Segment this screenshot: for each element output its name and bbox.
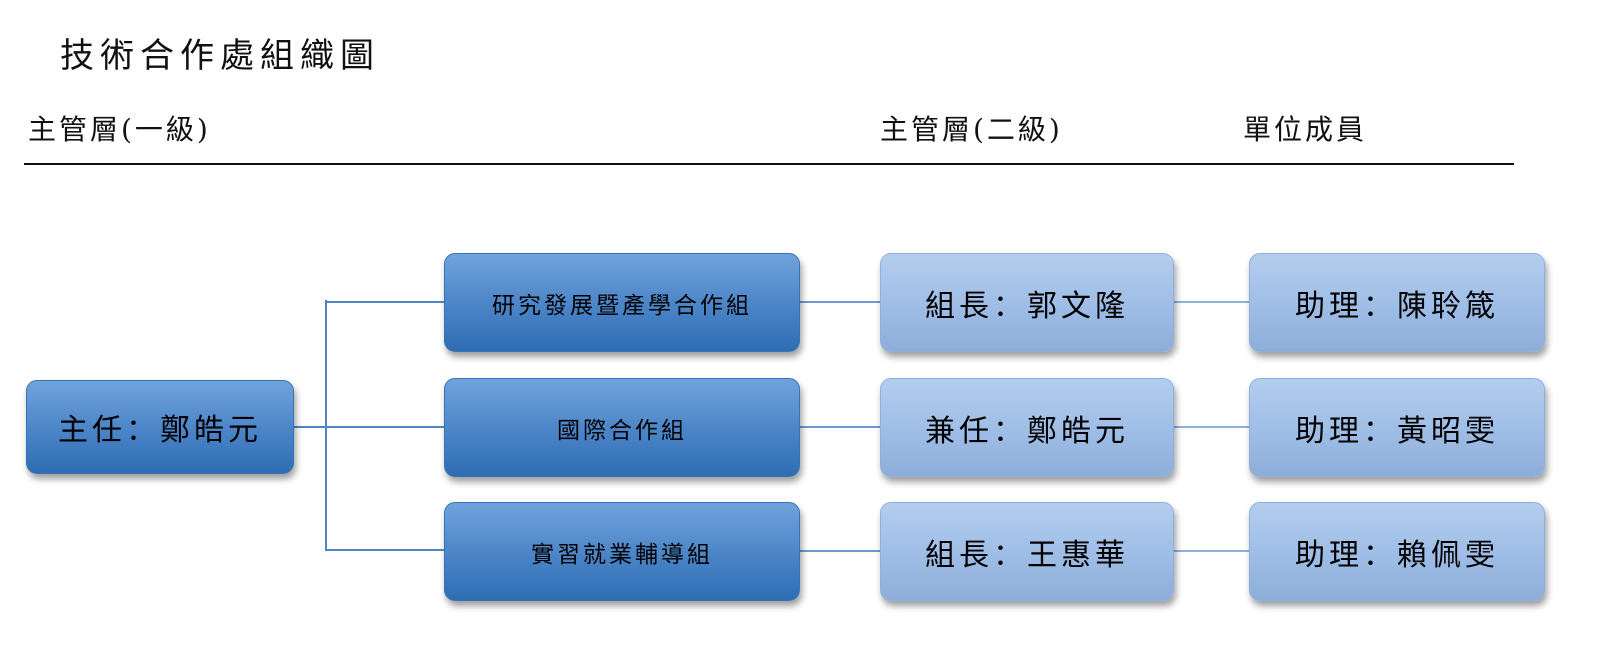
member-node-internship-employment: 助理：賴佩雯 — [1249, 502, 1545, 601]
director-node: 主任：鄭皓元 — [26, 380, 294, 474]
column-header-level-two: 主管層(二級) — [880, 113, 1063, 146]
division-node-international-cooperation: 國際合作組 — [444, 378, 800, 477]
page-title: 技術合作處組織圖 — [60, 36, 380, 76]
division-node-research-development: 研究發展暨產學合作組 — [444, 253, 800, 352]
division-node-internship-employment: 實習就業輔導組 — [444, 502, 800, 601]
column-header-level-one: 主管層(一級) — [28, 113, 211, 146]
leader-node-internship-employment: 組長：王惠華 — [880, 502, 1174, 601]
leader-node-research-development: 組長：郭文隆 — [880, 253, 1174, 352]
member-node-research-development: 助理：陳聆箴 — [1249, 253, 1545, 352]
member-node-international-cooperation: 助理：黃昭雯 — [1249, 378, 1545, 477]
column-header-members: 單位成員 — [1243, 113, 1368, 146]
header-divider — [24, 163, 1514, 165]
leader-node-international-cooperation: 兼任：鄭皓元 — [880, 378, 1174, 477]
